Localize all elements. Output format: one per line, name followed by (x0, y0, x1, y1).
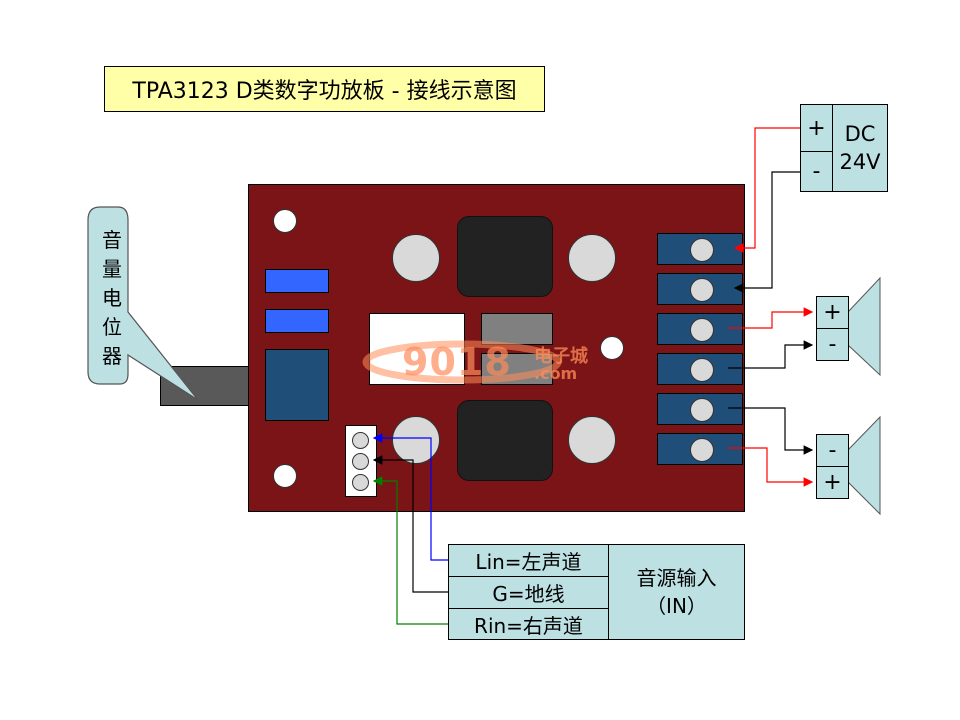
input-row-g: G=地线 (448, 576, 609, 609)
terminal-screw (690, 238, 714, 262)
jumper-blue-1 (265, 269, 329, 293)
capacitor-bottom-left (392, 416, 440, 464)
jumper-blue-2 (265, 309, 329, 333)
power-plus-label: + (800, 104, 833, 152)
terminal-speaker2-minus (657, 393, 743, 425)
callout-char: 位 (102, 315, 122, 339)
input-header (345, 425, 377, 497)
input-name-line1: 音源输入 (636, 566, 717, 590)
terminal-speaker2-plus (657, 433, 743, 465)
speaker1-minus-label: - (816, 328, 849, 361)
wire-input-g (372, 455, 449, 593)
input-row-lin: Lin=左声道 (448, 544, 609, 577)
capacitor-bottom-right (568, 416, 616, 464)
input-row-rin: Rin=右声道 (448, 608, 609, 640)
input-pin-g (352, 453, 369, 470)
speaker1-plus-label: + (816, 296, 849, 329)
wire-input-lin (372, 433, 449, 561)
terminal-power-minus (657, 273, 743, 305)
wire-speaker1-plus (728, 307, 814, 329)
speaker-cone-top (847, 276, 881, 377)
inductor-top (457, 216, 553, 297)
input-name-label: 音源输入 （IN） (608, 544, 745, 640)
capacitor-top-left (392, 234, 440, 282)
power-minus-label: - (800, 151, 833, 192)
speaker-cone-bottom (847, 415, 881, 516)
input-name-line2: （IN） (646, 594, 707, 618)
wire-speaker2-plus (728, 447, 814, 487)
input-pin-rin (352, 474, 369, 491)
terminal-screw (690, 318, 714, 342)
mount-hole-top-left (273, 209, 297, 233)
callout-char: 器 (102, 344, 122, 368)
speaker2-plus-label: + (816, 466, 849, 499)
wire-input-rin (372, 476, 449, 625)
potentiometer-callout-label: 音 量 电 位 器 (92, 210, 132, 382)
power-name-label: DC 24V (832, 104, 888, 192)
callout-char: 电 (102, 286, 122, 310)
callout-char: 量 (102, 257, 122, 281)
callout-char: 音 (102, 228, 122, 252)
speaker2-minus-label: - (816, 434, 849, 467)
power-name-line1: DC (844, 122, 876, 146)
terminal-screw (690, 438, 714, 462)
terminal-screw (690, 358, 714, 382)
mount-hole-bottom-left (273, 464, 297, 488)
input-pin-lin (352, 432, 369, 449)
potentiometer-callout-bubble (87, 206, 199, 401)
wire-speaker1-minus (728, 340, 814, 369)
mount-hole-right (600, 336, 624, 360)
diagram-title: TPA3123 D类数字功放板 - 接线示意图 (104, 66, 545, 112)
wire-power-plus (733, 127, 800, 253)
power-name-line2: 24V (839, 150, 881, 174)
wire-power-minus (733, 171, 800, 293)
capacitor-top-right (568, 234, 616, 282)
terminal-power-plus (657, 233, 743, 265)
terminal-screw (690, 398, 714, 422)
inductor-bottom (457, 400, 553, 481)
potentiometer-body (265, 349, 329, 421)
terminal-speaker1-minus (657, 353, 743, 385)
terminal-screw (690, 278, 714, 302)
terminal-speaker1-plus (657, 313, 743, 345)
wire-speaker2-minus (728, 407, 814, 455)
